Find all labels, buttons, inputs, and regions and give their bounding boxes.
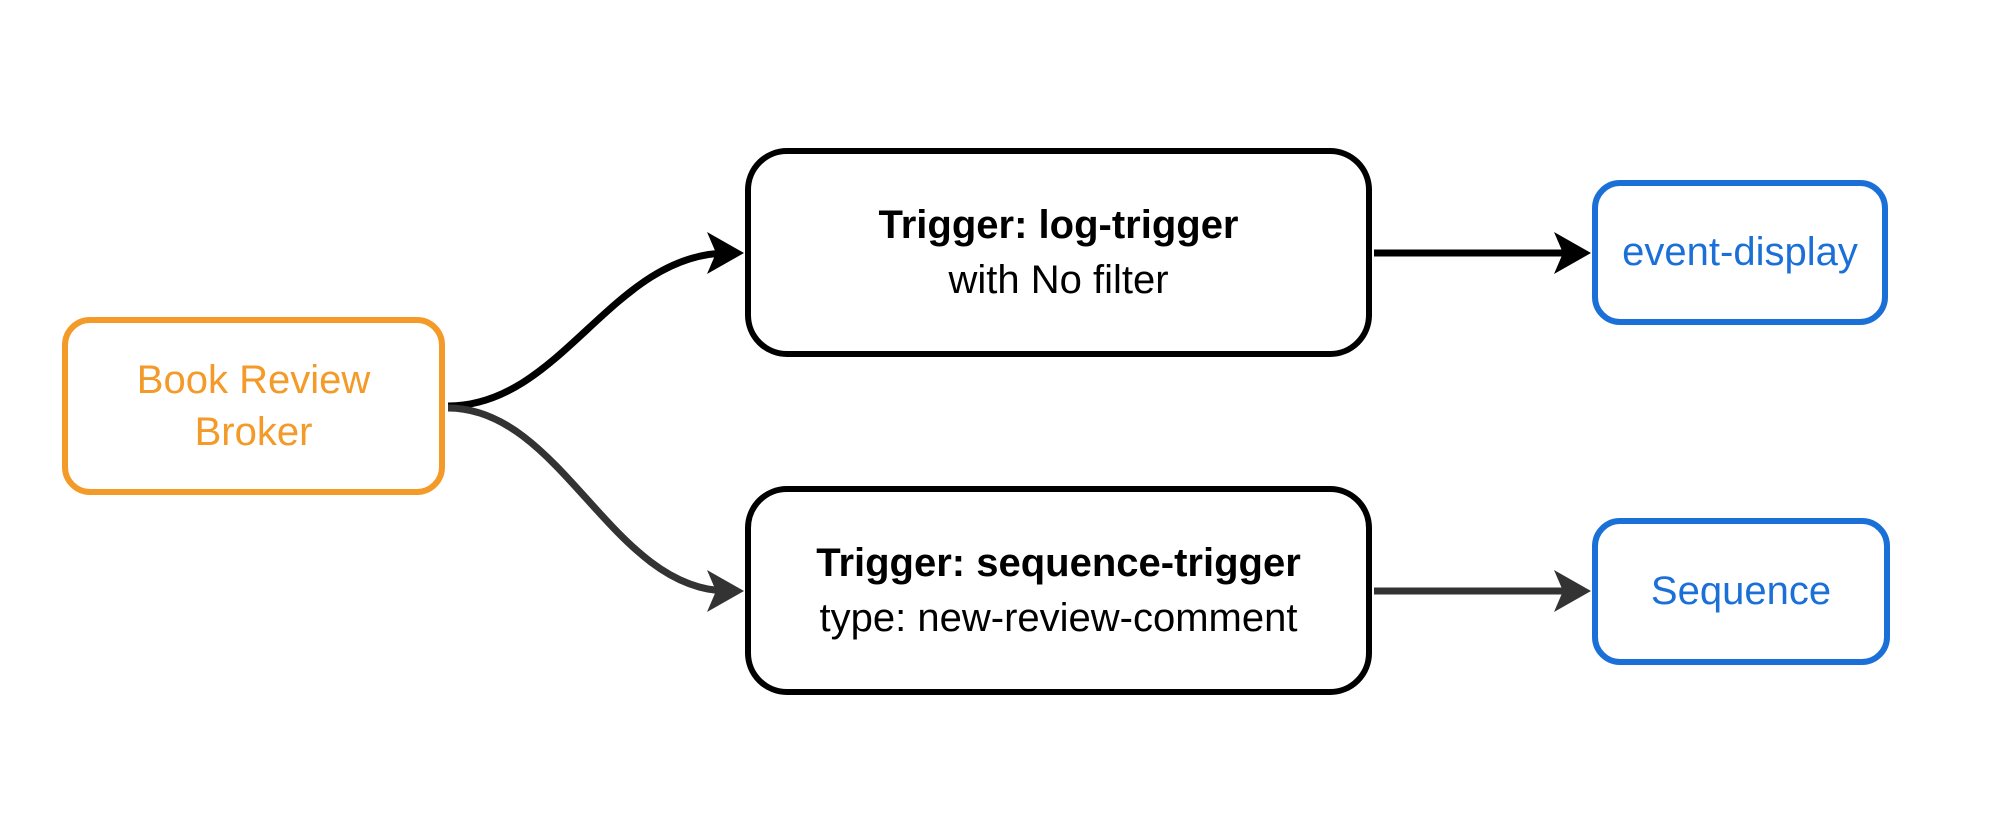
node-sequence: Sequence: [1592, 518, 1890, 665]
arrowhead-icon: [1554, 232, 1591, 274]
node-label-line: Book Review: [136, 358, 371, 402]
node-event-display: event-display: [1592, 180, 1888, 325]
node-sequence-trigger: Trigger: sequence-trigger type: new-revi…: [745, 486, 1372, 695]
node-title: Trigger: log-trigger: [878, 202, 1239, 247]
edge-curve: [447, 404, 729, 595]
edge-broker-to-sequence-trigger: [447, 404, 744, 612]
arrowhead-icon: [1554, 570, 1591, 612]
edge-sequence-trigger-to-sequence: [1374, 570, 1591, 612]
arrowhead-icon: [707, 232, 744, 274]
edge-curve: [447, 249, 729, 410]
node-subtitle: with No filter: [948, 257, 1169, 302]
arrowhead-icon: [707, 570, 744, 612]
node-label: Sequence: [1650, 569, 1832, 613]
node-book-review-broker: Book Review Broker: [62, 317, 445, 495]
node-label: event-display: [1622, 230, 1858, 274]
edge-log-trigger-to-event-display: [1374, 232, 1591, 274]
node-title: Trigger: sequence-trigger: [816, 540, 1301, 585]
edge-broker-to-log-trigger: [447, 232, 744, 410]
node-log-trigger: Trigger: log-trigger with No filter: [745, 148, 1372, 357]
node-label-line: Broker: [194, 410, 313, 454]
node-subtitle: type: new-review-comment: [819, 595, 1298, 640]
